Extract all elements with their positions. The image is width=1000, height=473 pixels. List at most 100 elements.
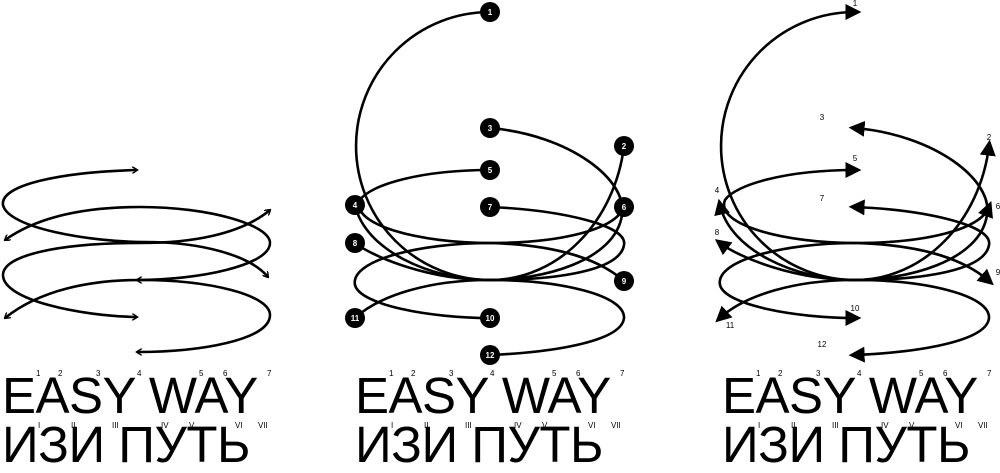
node-label: 5 (488, 166, 493, 175)
node-circle (614, 197, 634, 217)
cyrillic-mark: VII (258, 421, 268, 430)
node-11: 11 (345, 308, 365, 328)
latin-mark: 2 (58, 369, 63, 378)
node-label: 4 (353, 201, 358, 210)
cyrillic-mark: I (758, 421, 761, 430)
node-label: 10 (486, 314, 495, 323)
caption-cyrillic: ИЗИ ПУТЬ (2, 416, 250, 473)
latin-mark: 7 (987, 369, 992, 378)
node-label: 12 (486, 351, 495, 360)
cyrillic-mark: V (189, 421, 195, 430)
arrow-label-10: 10 (851, 304, 860, 313)
node-circle (614, 271, 634, 291)
arrow-label-8: 8 (715, 228, 720, 237)
node-5: 5 (480, 160, 500, 180)
latin-mark: 1 (389, 369, 394, 378)
spiral-node-path (353, 126, 624, 282)
latin-mark: 5 (552, 369, 557, 378)
spiral-arrow-path (715, 278, 991, 363)
spiral-node-path (354, 10, 626, 282)
cyrillic-mark: IV (514, 421, 522, 430)
cyrillic-mark: II (71, 421, 76, 430)
spiral-arrow-path (1, 210, 270, 317)
spiral-arrow-path (714, 120, 989, 282)
node-8: 8 (345, 233, 365, 253)
arrow-label-5: 5 (853, 154, 858, 163)
arrow-label-4: 4 (715, 186, 720, 195)
cyrillic-mark: II (424, 421, 429, 430)
arrow-label-12: 12 (818, 340, 827, 349)
cyrillic-mark: VII (611, 421, 621, 430)
latin-mark: 6 (576, 369, 581, 378)
node-circle (480, 160, 500, 180)
latin-mark: 6 (223, 369, 228, 378)
node-label: 3 (488, 124, 493, 133)
arrow-label-9: 9 (996, 268, 1000, 277)
latin-mark: 4 (857, 369, 862, 378)
node-circle (480, 118, 500, 138)
node-10: 10 (480, 308, 500, 328)
latin-mark: 6 (943, 369, 948, 378)
cyrillic-mark: III (112, 421, 119, 430)
node-label: 11 (351, 314, 360, 323)
node-label: 7 (488, 203, 493, 212)
cyrillic-mark: III (832, 421, 839, 430)
arrow-label-11: 11 (726, 321, 735, 330)
cyrillic-mark: II (791, 421, 796, 430)
node-1: 1 (480, 2, 500, 22)
node-7: 7 (480, 197, 500, 217)
spiral-arrow-path (719, 4, 996, 282)
caption-cyrillic: ИЗИ ПУТЬ (722, 416, 970, 473)
cyrillic-mark: VII (978, 421, 988, 430)
latin-mark: 1 (36, 369, 41, 378)
caption-cyrillic: ИЗИ ПУТЬ (355, 416, 603, 473)
node-12: 12 (480, 345, 500, 365)
node-label: 6 (622, 203, 627, 212)
cyrillic-mark: III (465, 421, 472, 430)
cyrillic-mark: I (38, 421, 41, 430)
node-circle (345, 233, 365, 253)
latin-mark: 4 (490, 369, 495, 378)
arrow-label-2: 2 (987, 133, 992, 142)
cyrillic-mark: V (909, 421, 915, 430)
latin-mark: 5 (199, 369, 204, 378)
node-circle (345, 195, 365, 215)
cyrillic-mark: I (391, 421, 394, 430)
latin-mark: 7 (620, 369, 625, 378)
node-circle (480, 197, 500, 217)
latin-mark: 5 (919, 369, 924, 378)
node-label: 2 (622, 142, 627, 151)
caption-latin: EASY WAY (355, 367, 611, 424)
node-3: 3 (480, 118, 500, 138)
spiral-arrow-path (5, 278, 272, 352)
cyrillic-mark: VI (235, 421, 243, 430)
node-6: 6 (614, 197, 634, 217)
node-4: 4 (345, 195, 365, 215)
node-label: 1 (488, 8, 493, 17)
node-2: 2 (614, 136, 634, 156)
latin-mark: 1 (756, 369, 761, 378)
arrow-label-1: 1 (853, 0, 858, 8)
latin-mark: 7 (267, 369, 272, 378)
panel-arrows-spiral (1, 170, 272, 352)
spiral-arrow-path (1, 170, 268, 277)
spiral-node-path (357, 168, 626, 245)
cyrillic-mark: IV (161, 421, 169, 430)
latin-mark: 4 (137, 369, 142, 378)
node-9: 9 (614, 271, 634, 291)
latin-mark: 3 (449, 369, 454, 378)
caption-latin: EASY WAY (722, 367, 978, 424)
node-label: 9 (622, 277, 627, 286)
latin-mark: 2 (778, 369, 783, 378)
node-circle (614, 136, 634, 156)
cyrillic-mark: VI (588, 421, 596, 430)
latin-mark: 3 (816, 369, 821, 378)
arrow-label-6: 6 (996, 202, 1000, 211)
arrow-label-3: 3 (820, 113, 825, 122)
cyrillic-mark: IV (881, 421, 889, 430)
spiral-node-path (354, 205, 626, 282)
node-label: 8 (353, 239, 358, 248)
cyrillic-mark: VI (955, 421, 963, 430)
